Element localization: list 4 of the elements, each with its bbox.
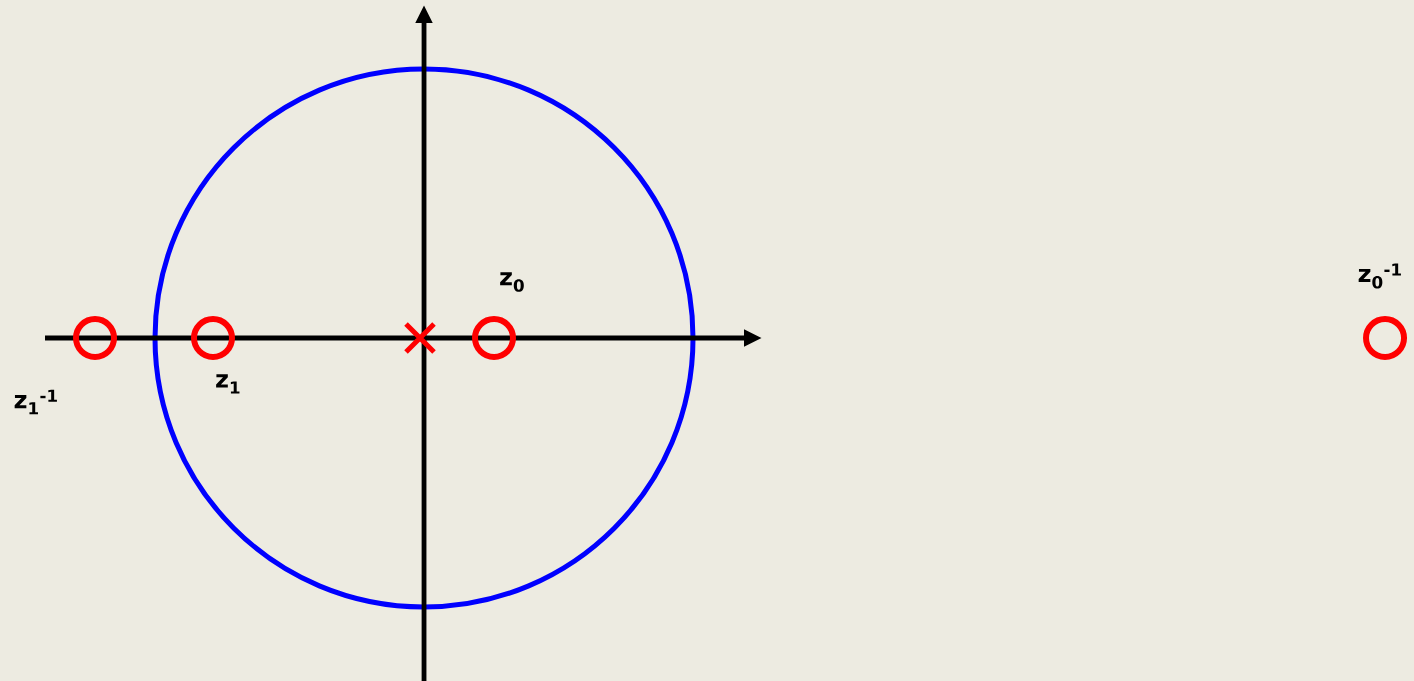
zero-label: z$_{1}$-1 [14, 389, 57, 415]
zero-label: z$_{1}$ [216, 374, 240, 394]
zero-label: z$_{0}$-1 [1358, 263, 1401, 289]
zero-label: z$_{0}$ [500, 272, 524, 292]
